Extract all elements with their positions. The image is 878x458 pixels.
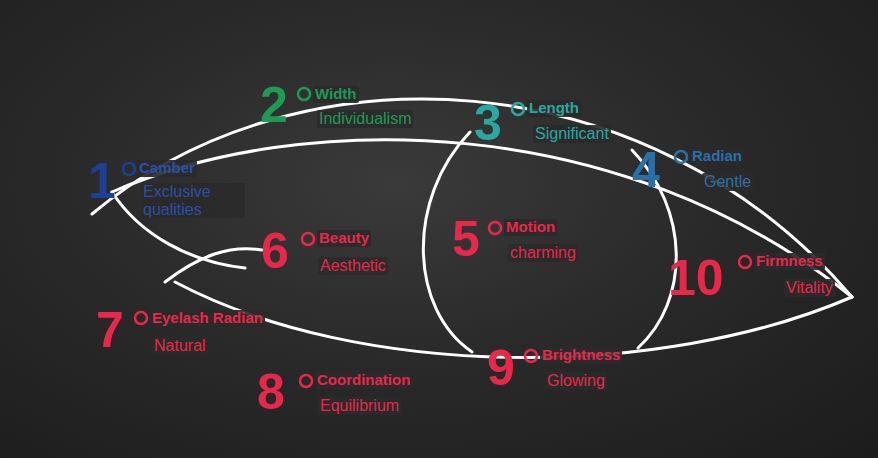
callout-title: Width	[313, 86, 359, 103]
callout-subtitle: Significant	[533, 125, 611, 143]
marker-ring	[489, 222, 501, 234]
upper-lid	[92, 99, 852, 297]
callout-number: 6	[259, 226, 291, 276]
callout-title: Length	[527, 100, 581, 117]
callout-title: Radian	[690, 148, 744, 165]
callout-subtitle: charming	[508, 244, 578, 262]
callout-subtitle: Equilibrium	[318, 397, 401, 415]
callout-title: Beauty	[317, 230, 371, 247]
callout-subtitle: Gentle	[702, 173, 753, 191]
callout-title: Coordination	[315, 372, 412, 389]
callout-number: 10	[666, 253, 726, 303]
callout-number: 3	[472, 98, 504, 148]
callout-title: Motion	[504, 219, 557, 236]
callout-title: Camber	[137, 160, 197, 177]
marker-ring	[123, 163, 135, 175]
callout-subtitle: Exclusive qualities	[141, 183, 245, 218]
callout-number: 1	[86, 156, 118, 206]
marker-ring	[525, 350, 537, 362]
callout-number: 5	[450, 214, 482, 264]
callout-subtitle: Aesthetic	[318, 257, 388, 275]
callout-subtitle: Glowing	[545, 372, 607, 390]
callout-title: Brightness	[540, 347, 622, 364]
marker-ring	[135, 312, 147, 324]
marker-ring	[298, 88, 310, 100]
callout-number: 7	[94, 305, 126, 355]
callout-number: 4	[630, 145, 662, 195]
callout-subtitle: Natural	[152, 337, 208, 355]
callout-number: 8	[255, 367, 287, 417]
callout-number: 2	[258, 80, 290, 130]
callout-title: Firmness	[754, 253, 825, 270]
callout-subtitle: Individualism	[317, 110, 413, 128]
lid-crease	[112, 140, 852, 297]
marker-ring	[739, 256, 751, 268]
marker-ring	[675, 151, 687, 163]
marker-ring	[300, 375, 312, 387]
callout-subtitle: Vitality	[784, 279, 835, 297]
inner-corner-loop	[165, 249, 262, 282]
marker-ring	[512, 103, 524, 115]
callout-title: Eyelash Radian	[150, 310, 265, 327]
marker-ring	[302, 233, 314, 245]
callout-number: 9	[485, 343, 517, 393]
